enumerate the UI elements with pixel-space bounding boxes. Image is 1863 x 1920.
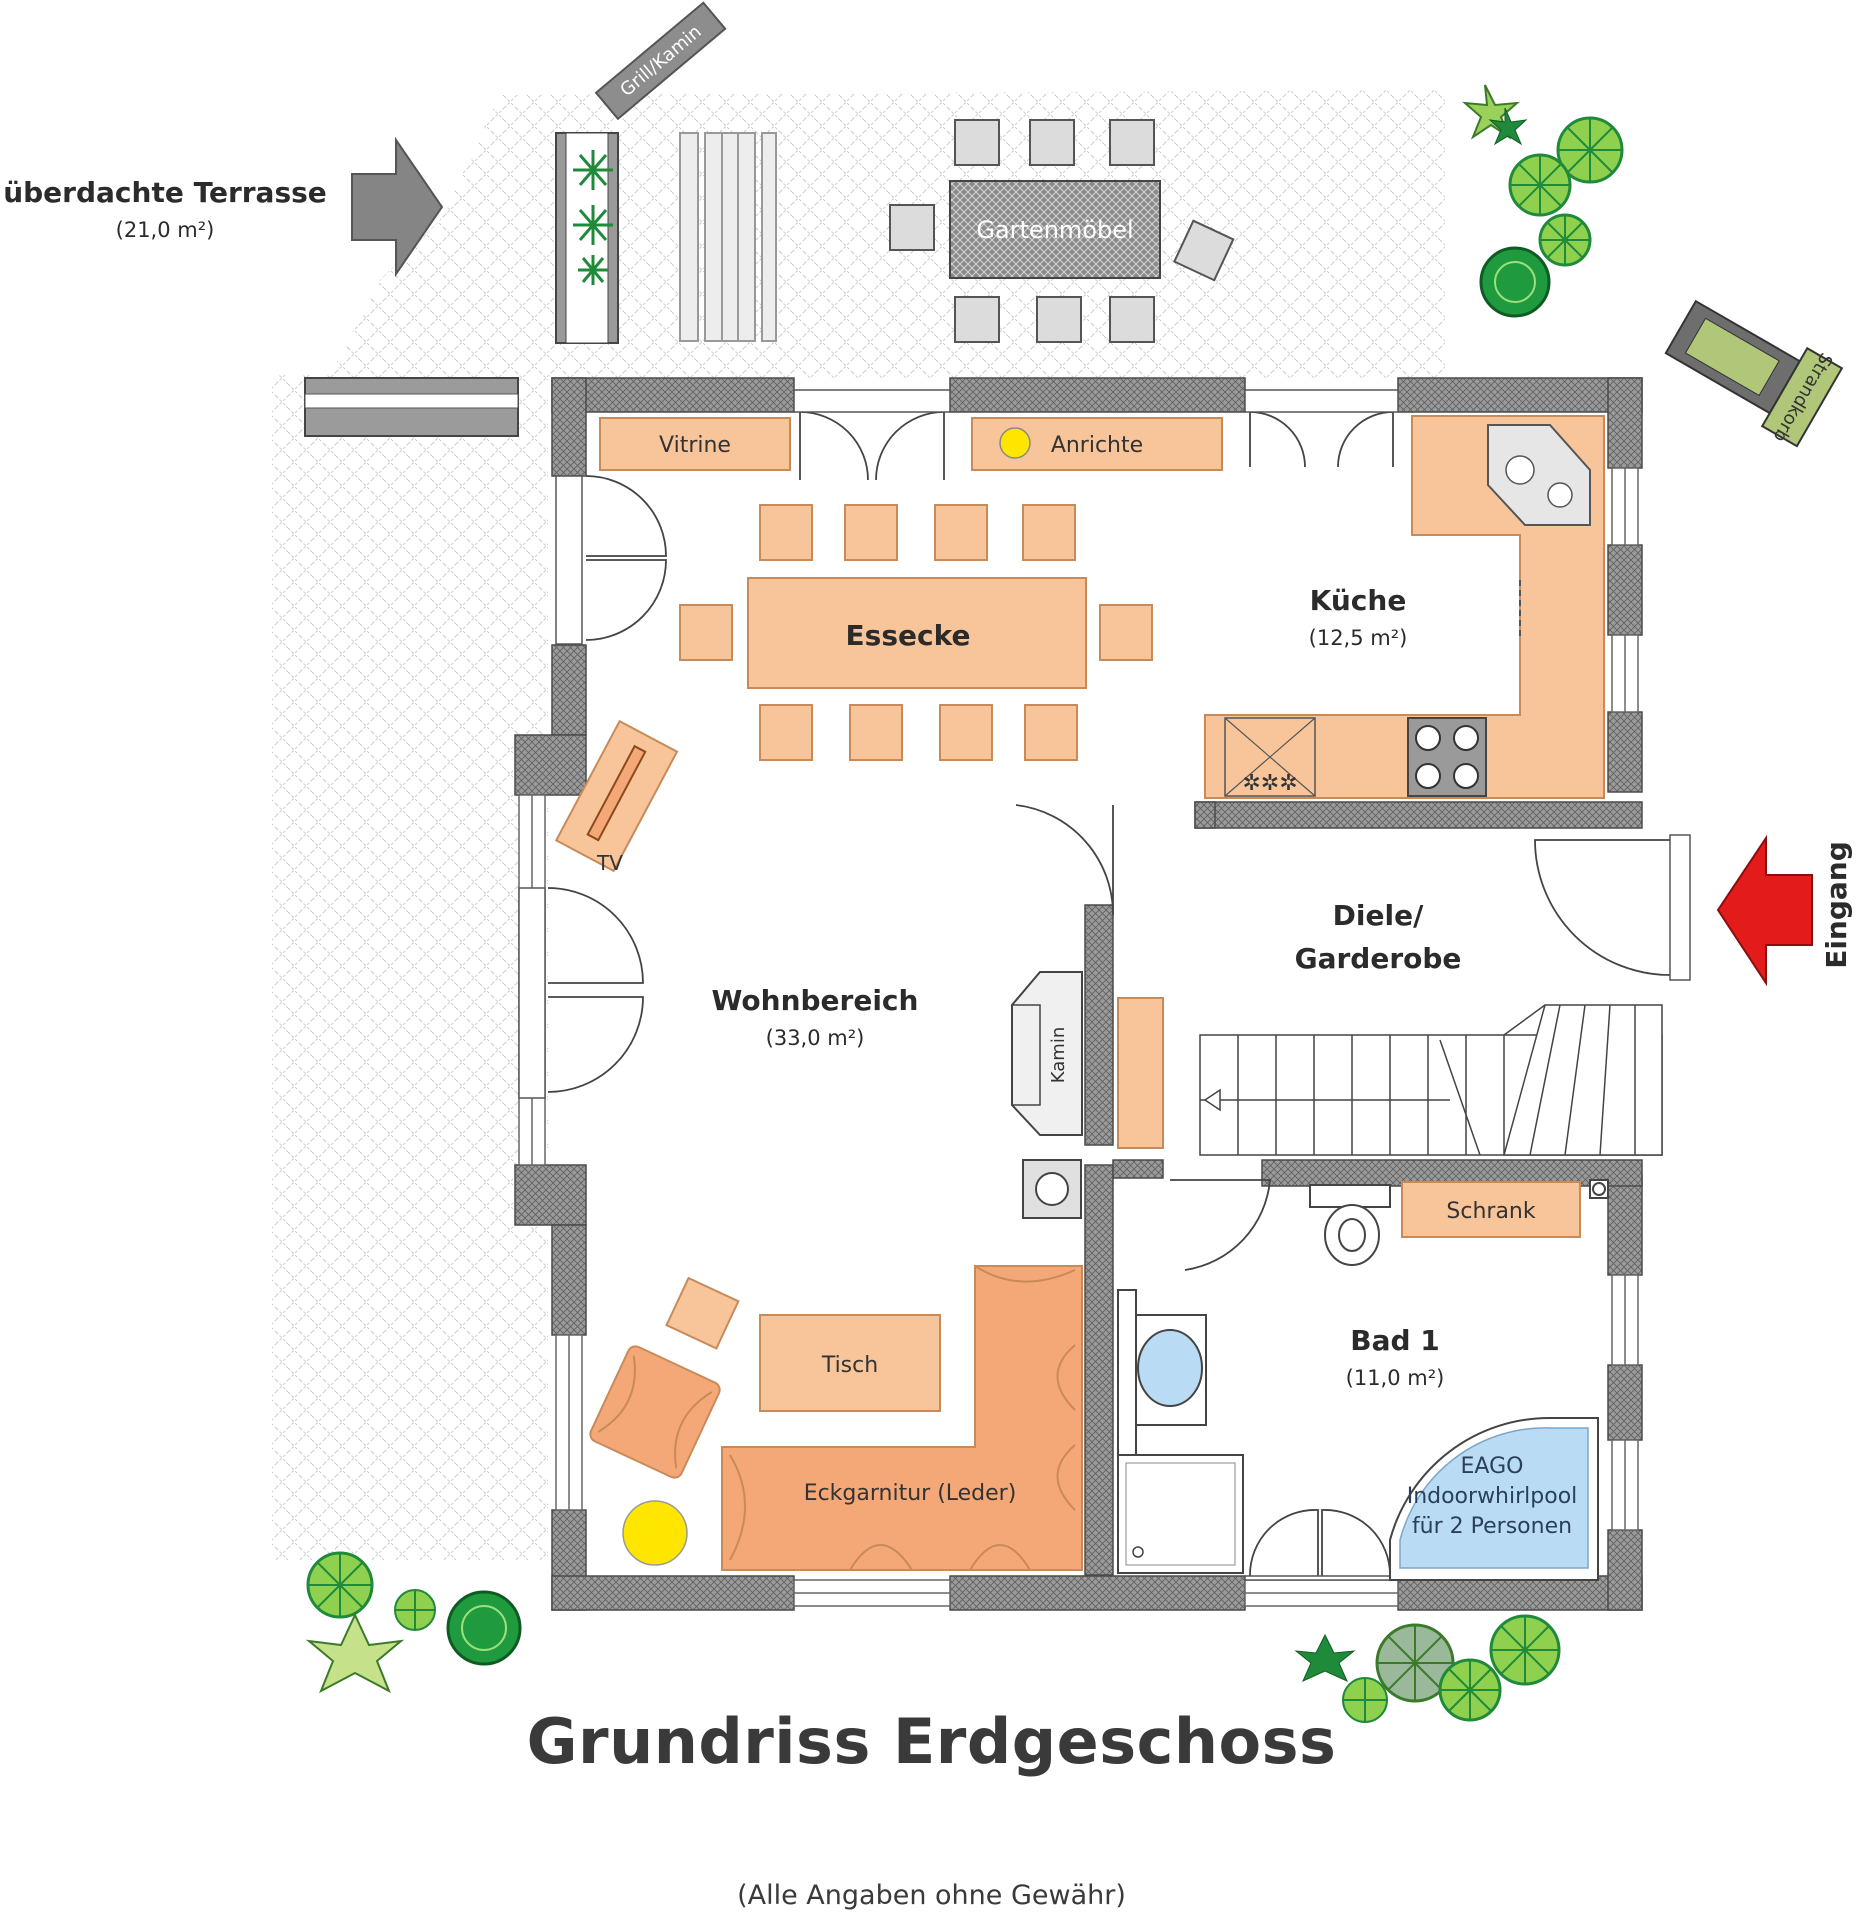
entrance-arrow bbox=[1716, 834, 1813, 987]
corner-sofa: Eckgarnitur (Leder) bbox=[721, 1265, 1083, 1571]
plant-icon bbox=[394, 1589, 436, 1631]
doors bbox=[547, 411, 1671, 1577]
toilet-icon bbox=[1309, 1179, 1609, 1266]
armchair bbox=[589, 1276, 740, 1479]
svg-text:EAGO: EAGO bbox=[1461, 1454, 1524, 1479]
plant-icon bbox=[1538, 213, 1592, 267]
exterior-walls bbox=[514, 377, 1643, 1611]
svg-text:Indoorwhirlpool: Indoorwhirlpool bbox=[1407, 1484, 1578, 1509]
vitrine: Vitrine bbox=[599, 417, 791, 471]
floor-lamp-icon bbox=[622, 1500, 688, 1566]
anrichte: Anrichte bbox=[971, 417, 1223, 471]
tv-label: TV bbox=[596, 851, 623, 875]
room-kueche-area: (12,5 m²) bbox=[1309, 626, 1408, 650]
dining-table: Essecke bbox=[747, 577, 1087, 689]
coffee-table: Tisch bbox=[759, 1314, 941, 1412]
plant-icon bbox=[1488, 107, 1528, 146]
room-diele-label-1: Diele/ bbox=[1333, 899, 1424, 932]
svg-text:Eckgarnitur (Leder): Eckgarnitur (Leder) bbox=[804, 1481, 1017, 1506]
terrace-area: (21,0 m²) bbox=[116, 218, 215, 242]
svg-text:✲✲✲: ✲✲✲ bbox=[1242, 771, 1297, 796]
room-wohnbereich-label: Wohnbereich bbox=[712, 984, 919, 1017]
disclaimer: (Alle Angaben ohne Gewähr) bbox=[737, 1880, 1126, 1911]
plant-icon bbox=[1508, 153, 1572, 217]
room-kueche-label: Küche bbox=[1310, 584, 1407, 617]
plant-icon bbox=[1438, 1658, 1502, 1722]
svg-text:Schrank: Schrank bbox=[1446, 1199, 1535, 1224]
room-bad-area: (11,0 m²) bbox=[1346, 1366, 1445, 1390]
sink-icon bbox=[1117, 1289, 1207, 1456]
door-frames bbox=[518, 389, 1691, 1581]
plant-icon bbox=[1342, 1677, 1388, 1723]
stove-icon bbox=[1022, 1159, 1082, 1219]
room-bad-label: Bad 1 bbox=[1350, 1324, 1440, 1357]
tv-stand bbox=[554, 719, 679, 873]
svg-text:Anrichte: Anrichte bbox=[1051, 433, 1143, 458]
schrank: Schrank bbox=[1401, 1181, 1581, 1238]
lamp-icon bbox=[999, 427, 1031, 459]
interior-walls bbox=[1084, 801, 1216, 1576]
svg-text:Vitrine: Vitrine bbox=[659, 433, 731, 458]
svg-text:Tisch: Tisch bbox=[821, 1353, 878, 1378]
plant-icon bbox=[446, 1590, 522, 1666]
svg-text:Gartenmöbel: Gartenmöbel bbox=[976, 216, 1133, 244]
terrace-paving bbox=[272, 90, 1445, 1560]
page-title: Grundriss Erdgeschoss bbox=[526, 1705, 1337, 1778]
plant-icon bbox=[1479, 246, 1551, 318]
planter-box bbox=[555, 132, 619, 344]
terrace-label: überdachte Terrasse bbox=[3, 176, 327, 209]
entrance-label: Eingang bbox=[1820, 841, 1853, 969]
dining-chairs bbox=[679, 504, 1153, 761]
strandkorb: Strandkorb bbox=[1664, 299, 1844, 448]
plant-icon bbox=[306, 1551, 374, 1619]
hall-cabinet bbox=[1117, 997, 1164, 1149]
plants bbox=[305, 84, 1624, 1723]
kamin: Kamin bbox=[1011, 971, 1083, 1136]
windows bbox=[518, 467, 1639, 1607]
kitchen-counter: ✲✲✲ bbox=[1204, 415, 1605, 799]
plant-icon bbox=[1294, 1633, 1356, 1682]
plant-icon bbox=[1489, 1614, 1561, 1686]
terrace-bench bbox=[679, 132, 777, 342]
garden-furniture: Gartenmöbel bbox=[889, 119, 1235, 343]
plant-icon bbox=[1375, 1623, 1455, 1703]
room-wohnbereich-area: (33,0 m²) bbox=[766, 1026, 865, 1050]
room-diele-label-2: Garderobe bbox=[1295, 942, 1462, 975]
shower-icon bbox=[1117, 1454, 1244, 1574]
plant-icon bbox=[305, 1612, 405, 1694]
svg-text:für 2 Personen: für 2 Personen bbox=[1412, 1514, 1572, 1539]
terrace-arrow bbox=[351, 136, 444, 278]
terrace-step bbox=[304, 377, 519, 437]
svg-text:Grill/Kamin: Grill/Kamin bbox=[616, 21, 705, 101]
plant-icon bbox=[1462, 84, 1520, 140]
whirlpool: EAGO Indoorwhirlpool für 2 Personen bbox=[1389, 1416, 1599, 1581]
svg-text:Essecke: Essecke bbox=[846, 619, 971, 652]
staircase bbox=[1199, 1004, 1663, 1156]
plant-icon bbox=[1556, 116, 1624, 184]
svg-text:Kamin: Kamin bbox=[1048, 1027, 1069, 1083]
